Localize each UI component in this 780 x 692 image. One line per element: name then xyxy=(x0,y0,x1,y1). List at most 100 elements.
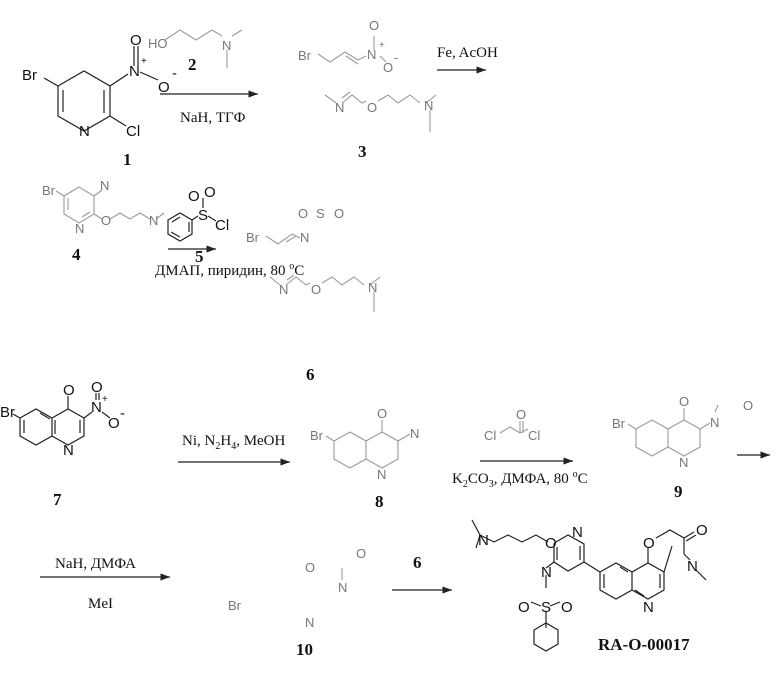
atom-n: N xyxy=(710,415,719,430)
atom-o: O xyxy=(101,213,111,228)
atom-o: O xyxy=(63,382,75,399)
atom-br: Br xyxy=(228,598,242,613)
compound-8: Br O N N 8 xyxy=(310,406,419,511)
atom-n: N xyxy=(643,599,654,616)
atom-o: O xyxy=(518,599,530,616)
reagent-step4: Ni, N2H4, MeOH xyxy=(182,433,286,452)
atom-ho: HO xyxy=(148,36,168,51)
atom-n: N xyxy=(222,38,231,53)
compound-label: 4 xyxy=(72,245,81,264)
atom-n: N xyxy=(279,282,288,297)
atom-n: N xyxy=(424,98,433,113)
chloroacetyl-chloride: Cl O Cl xyxy=(484,407,540,443)
reagent-step6-top: NaH, ДМФА xyxy=(55,556,136,572)
atom-o: O xyxy=(108,415,120,432)
atom-cl: Cl xyxy=(215,217,229,234)
compound-5: S O O Cl 5 xyxy=(168,184,229,266)
charge-plus: + xyxy=(141,56,147,67)
atom-o: O xyxy=(679,394,689,409)
compound-label: 9 xyxy=(674,482,683,501)
atom-n: N xyxy=(335,100,344,115)
atom-n: N xyxy=(100,178,109,193)
atom-s: S xyxy=(198,207,208,224)
atom-br: Br xyxy=(22,67,37,84)
compound-7: Br O N + O O - N 7 xyxy=(0,379,125,509)
atom-br: Br xyxy=(0,404,15,421)
atom-n: N xyxy=(63,442,74,459)
atom-o: O xyxy=(377,406,387,421)
atom-o: O xyxy=(334,206,344,221)
atom-o: O xyxy=(545,535,557,552)
atom-n: N xyxy=(338,580,347,595)
atom-n: N xyxy=(149,213,158,228)
compound-4: Br N N O N 4 xyxy=(42,178,164,264)
atom-br: Br xyxy=(246,230,260,245)
compound-label: 1 xyxy=(123,150,132,169)
atom-o: O xyxy=(130,32,142,49)
reagent-step5: K2CO3, ДМФА, 80 oC xyxy=(452,469,588,490)
atom-o: O xyxy=(369,18,379,33)
atom-n-nitro: N xyxy=(367,47,376,62)
reagent-step2: Fe, AcOH xyxy=(437,45,498,61)
atom-cl: Cl xyxy=(528,428,540,443)
atom-n: N xyxy=(300,230,309,245)
reagent-step6-bottom: MeI xyxy=(88,596,113,612)
compound-label: 3 xyxy=(358,142,367,161)
compound-10: Br O N O N 10 xyxy=(228,546,366,659)
compound-6: Br N O S O N O N 6 xyxy=(246,206,380,384)
compound-1: Br N Cl N + O O - 1 xyxy=(22,32,177,169)
atom-n: N xyxy=(478,532,489,549)
atom-o: O xyxy=(696,522,708,539)
atom-o: O xyxy=(356,546,366,561)
atom-br: Br xyxy=(310,428,324,443)
compound-label: 8 xyxy=(375,492,384,511)
compound-label: 6 xyxy=(306,365,315,384)
atom-o: O xyxy=(305,560,315,575)
compound-3: Br N + O O - N O N 3 xyxy=(298,18,436,161)
atom-n-nitro: N xyxy=(129,63,140,80)
atom-br: Br xyxy=(612,416,626,431)
atom-o: O xyxy=(91,379,103,396)
charge-plus: + xyxy=(102,394,108,405)
atom-o: O xyxy=(383,60,393,75)
compound-label: RA-O-00017 xyxy=(598,635,690,654)
reagent-step3: ДМАП, пиридин, 80 oC xyxy=(155,261,304,279)
atom-s: S xyxy=(316,206,325,221)
atom-o: O xyxy=(643,535,655,552)
charge-minus: - xyxy=(120,405,125,422)
atom-br: Br xyxy=(298,48,312,63)
atom-s: S xyxy=(541,599,551,616)
atom-o: O xyxy=(367,100,377,115)
atom-n: N xyxy=(377,467,386,482)
atom-n: N xyxy=(79,123,90,140)
charge-minus: - xyxy=(394,50,398,65)
atom-n: N xyxy=(305,615,314,630)
atom-o: O xyxy=(516,407,526,422)
reagent-step7: 6 xyxy=(413,553,422,572)
atom-n: N xyxy=(679,455,688,470)
atom-o: O xyxy=(311,282,321,297)
atom-cl: Cl xyxy=(484,428,496,443)
atom-n: N xyxy=(75,221,84,236)
atom-o: O xyxy=(204,184,216,201)
charge-minus: - xyxy=(172,65,177,82)
atom-n: N xyxy=(572,524,583,541)
atom-o: O xyxy=(743,398,753,413)
reagent-step1: NaH, ТГФ xyxy=(180,110,246,126)
compound-9: Br O N O N 9 xyxy=(612,394,753,501)
atom-n: N xyxy=(687,558,698,575)
atom-n: N xyxy=(368,280,377,295)
compound-label: 2 xyxy=(188,55,197,74)
compound-label: 7 xyxy=(53,490,62,509)
atom-n: N xyxy=(541,564,552,581)
atom-n: N xyxy=(410,426,419,441)
compound-2: HO N 2 xyxy=(148,30,242,74)
compound-label: 10 xyxy=(296,640,313,659)
atom-o: O xyxy=(188,188,200,205)
atom-br: Br xyxy=(42,183,56,198)
atom-cl: Cl xyxy=(126,123,140,140)
atom-n-nitro: N xyxy=(91,399,102,416)
charge-plus: + xyxy=(379,40,385,51)
